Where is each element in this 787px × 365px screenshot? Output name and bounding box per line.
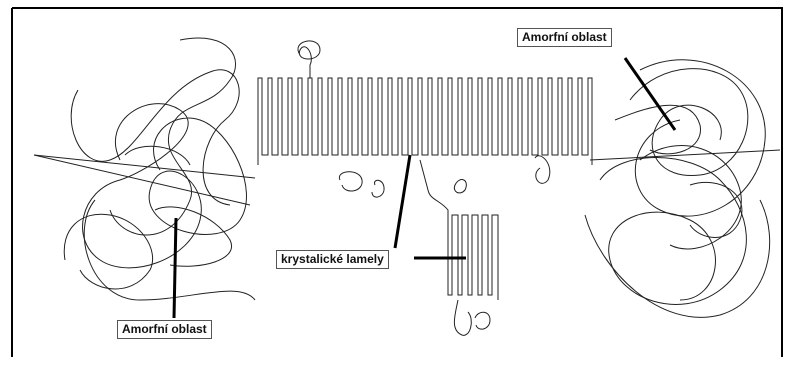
pointer-bottom-left <box>174 218 176 318</box>
pointer-lines <box>174 58 675 318</box>
amorphous-region-right <box>585 60 780 318</box>
label-amorphous-bottom: Amorfní oblast <box>117 320 212 339</box>
crystalline-lamellae-bottom <box>420 160 498 335</box>
label-crystalline: krystalické lamely <box>276 250 389 269</box>
label-amorphous-top: Amorfní oblast <box>517 28 612 47</box>
crystalline-lamellae-top <box>258 41 592 197</box>
amorphous-region-left <box>34 38 255 300</box>
frame-border <box>12 8 782 357</box>
pointer-center-up <box>395 155 410 248</box>
pointer-top-right <box>625 58 675 130</box>
